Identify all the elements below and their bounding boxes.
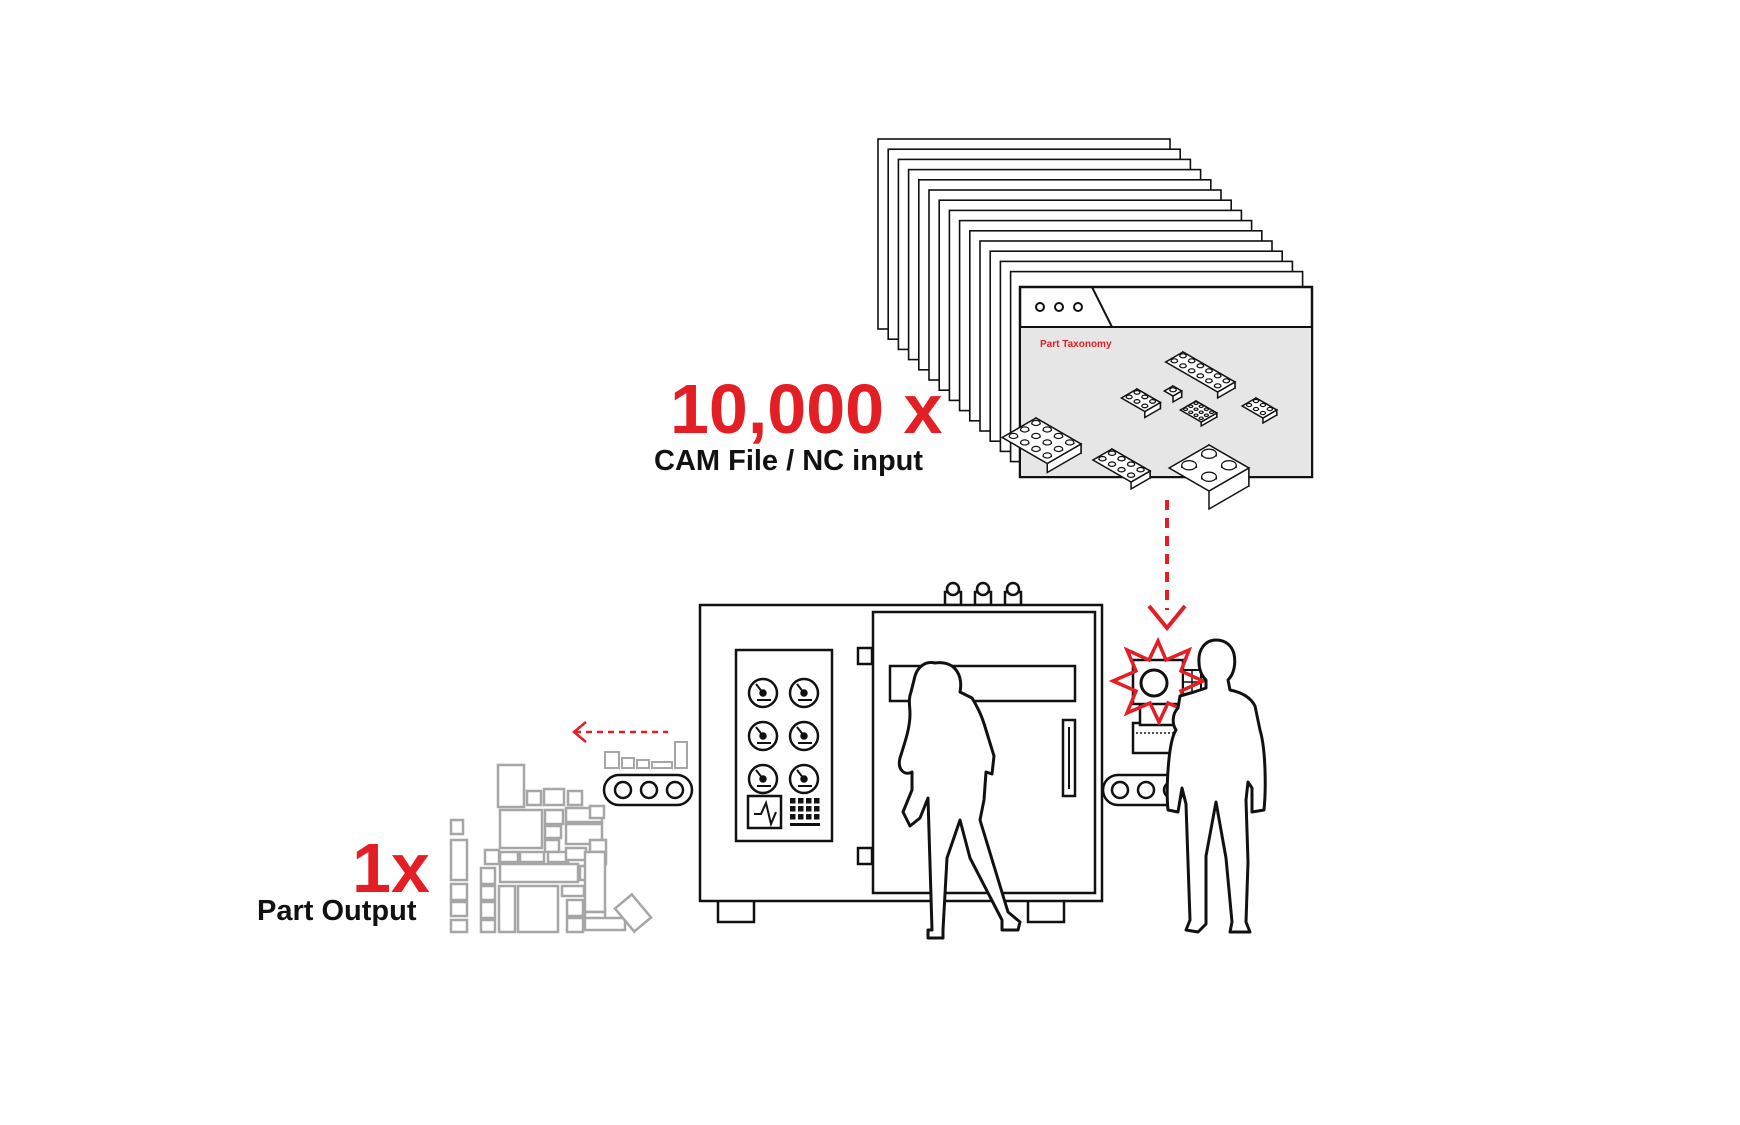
part-block-icon (479, 918, 497, 934)
burst-icon (1108, 636, 1208, 727)
part-block-icon (543, 838, 561, 854)
part-block-icon (498, 862, 580, 884)
parts-pile-icon (449, 763, 653, 934)
gauge-panel (747, 677, 820, 795)
man-silhouette-icon (1165, 638, 1267, 934)
key-icon (806, 798, 812, 804)
part-block-icon (497, 884, 517, 934)
woman-silhouette-icon (897, 661, 1022, 940)
key-icon (806, 814, 812, 820)
gauge-icon (747, 763, 779, 795)
part-block-icon (588, 804, 606, 820)
lego-plate-icon (1167, 443, 1251, 511)
gauge-icon (747, 677, 779, 709)
part-block-icon (479, 866, 497, 886)
key-icon (790, 823, 820, 826)
input-count: 10,000 x (670, 370, 943, 448)
lego-plates (1000, 350, 1279, 511)
window-title: Part Taxonomy (1040, 339, 1112, 350)
key-icon (814, 806, 820, 812)
key-icon (814, 798, 820, 804)
gauge-icon (788, 763, 820, 795)
gauge-icon (788, 720, 820, 752)
machine-knobs-icon (943, 581, 1023, 607)
part-block-icon (449, 882, 469, 902)
key-icon (798, 814, 804, 820)
gauge-icon (788, 677, 820, 709)
key-icon (806, 806, 812, 812)
left-arrow-icon (572, 721, 668, 743)
lego-plate-icon (1091, 447, 1152, 491)
part-block-icon (543, 824, 563, 840)
part-block-icon (583, 916, 627, 932)
keypad-icon (790, 798, 820, 826)
part-block-icon (518, 850, 546, 864)
lego-plate-icon (1164, 350, 1237, 400)
key-icon (798, 806, 804, 812)
window-dot-icon (1054, 302, 1064, 312)
part-block-icon (498, 808, 544, 850)
part-block-icon (560, 884, 586, 898)
lego-plate-icon (1119, 387, 1162, 419)
part-block-icon (449, 838, 469, 882)
output-count: 1x (352, 829, 430, 907)
part-block-icon (565, 898, 585, 918)
part-block-icon (449, 918, 469, 934)
left-conveyor-icon (602, 741, 694, 807)
part-block-icon (525, 789, 543, 807)
key-icon (814, 814, 820, 820)
window-dot-icon (1073, 302, 1083, 312)
part-block-icon (588, 838, 608, 854)
part-block-icon (479, 884, 497, 902)
part-block-icon (583, 850, 607, 914)
window-dot-icon (1035, 302, 1045, 312)
lego-plate-icon (1000, 416, 1083, 474)
lego-plate-icon (1240, 396, 1279, 425)
oscilloscope-icon (746, 794, 783, 830)
part-block-icon (543, 808, 565, 826)
output-caption: Part Output (257, 895, 417, 927)
part-block-icon (483, 848, 501, 866)
browser-window-icon: Part Taxonomy (1000, 285, 1314, 511)
part-block-icon (613, 892, 653, 934)
lego-plate-icon (1162, 384, 1184, 404)
lego-plate-icon (1178, 399, 1219, 428)
part-block-icon (479, 900, 497, 920)
part-block-icon (564, 846, 588, 862)
down-arrow-icon (1147, 500, 1187, 632)
part-block-icon (516, 884, 560, 934)
key-icon (790, 798, 796, 804)
key-icon (790, 814, 796, 820)
part-block-icon (449, 900, 469, 918)
part-block-icon (542, 787, 566, 807)
part-block-icon (449, 818, 465, 836)
input-caption: CAM File / NC input (654, 445, 924, 477)
gauge-icon (747, 720, 779, 752)
part-block-icon (566, 789, 584, 807)
part-block-icon (498, 850, 520, 864)
part-block-icon (565, 916, 585, 934)
key-icon (790, 806, 796, 812)
part-block-icon (496, 763, 526, 809)
key-icon (798, 798, 804, 804)
